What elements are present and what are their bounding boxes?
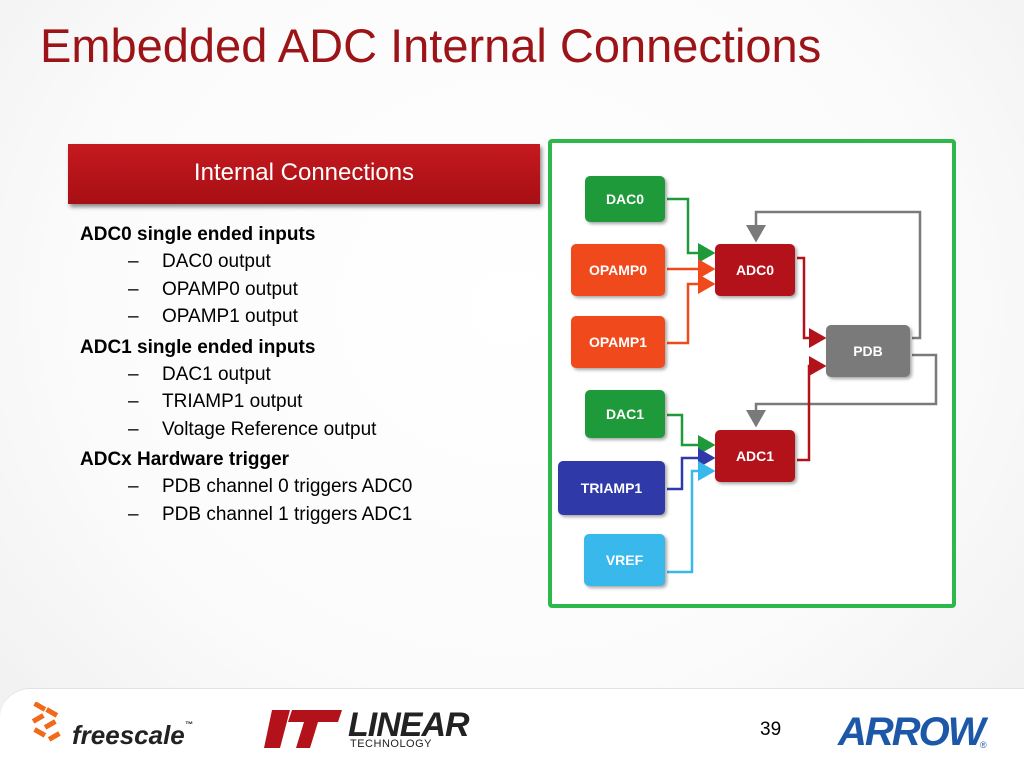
dash-bullet: –	[128, 278, 139, 300]
slide-title: Embedded ADC Internal Connections	[40, 19, 822, 72]
triamp1-block: TRIAMP1	[558, 461, 665, 515]
pdb-to-adc0-trigger-line	[746, 210, 922, 340]
linear-logo-subtitle: TECHNOLOGY	[350, 738, 433, 750]
vref-block: VREF	[584, 534, 665, 586]
adc0-block: ADC0	[715, 244, 795, 296]
triamp1-to-adc1-line	[667, 448, 716, 491]
pdb-block: PDB	[826, 325, 910, 377]
dash-bullet: –	[128, 391, 139, 412]
freescale-logo-icon	[31, 702, 61, 742]
adc1-block: ADC1	[715, 430, 795, 482]
dash-bullet: –	[128, 476, 139, 497]
dac1-block: DAC1	[585, 390, 665, 438]
page-number: 39	[760, 719, 782, 740]
opamp1-to-adc0-line	[667, 274, 716, 345]
dac1-to-adc1-line	[667, 413, 716, 455]
hardware-trigger-group: ADCx Hardware trigger –PDB channel 0 tri…	[80, 446, 540, 528]
adc0-inputs-group: ADC0 single ended inputs –DAC0 output –O…	[80, 221, 540, 331]
list-item: –OPAMP1 output	[80, 303, 540, 331]
dash-bullet: –	[128, 306, 139, 327]
dac0-to-adc0-line	[667, 197, 716, 263]
list-item: –OPAMP0 output	[80, 276, 540, 304]
text-content: ADC0 single ended inputs –DAC0 output –O…	[80, 221, 540, 531]
dash-bullet: –	[128, 251, 139, 272]
dash-bullet: –	[128, 418, 139, 440]
list-item: –DAC0 output	[80, 248, 540, 276]
list-item: –Voltage Reference output	[80, 416, 540, 444]
group-title: ADCx Hardware trigger	[80, 449, 290, 470]
list-item: –PDB channel 0 triggers ADC0	[80, 473, 540, 501]
list-item: –DAC1 output	[80, 361, 540, 389]
internal-connections-banner: Internal Connections	[68, 144, 540, 204]
opamp1-block: OPAMP1	[571, 316, 665, 368]
dash-bullet: –	[128, 363, 139, 385]
footer-band	[0, 688, 1024, 769]
list-item: –TRIAMP1 output	[80, 388, 540, 416]
list-item: –PDB channel 1 triggers ADC1	[80, 501, 540, 529]
arrow-logo: ARROW	[838, 710, 986, 754]
vref-to-adc1-line	[667, 461, 716, 574]
freescale-logo: freescale™	[72, 720, 193, 750]
linear-logo-icon	[264, 710, 342, 748]
opamp0-block: OPAMP0	[571, 244, 665, 296]
group-title: ADC0 single ended inputs	[80, 224, 316, 245]
group-title: ADC1 single ended inputs	[80, 336, 316, 358]
arrow-logo-registered: ®	[980, 740, 987, 750]
adc0-to-pdb-line	[797, 256, 827, 348]
dac0-block: DAC0	[585, 176, 665, 222]
dash-bullet: –	[128, 503, 139, 525]
linear-logo: LINEAR	[348, 706, 470, 744]
adc1-inputs-group: ADC1 single ended inputs –DAC1 output –T…	[80, 334, 540, 444]
pdb-to-adc1-trigger-line	[746, 353, 938, 428]
adc1-to-pdb-line	[797, 356, 827, 462]
